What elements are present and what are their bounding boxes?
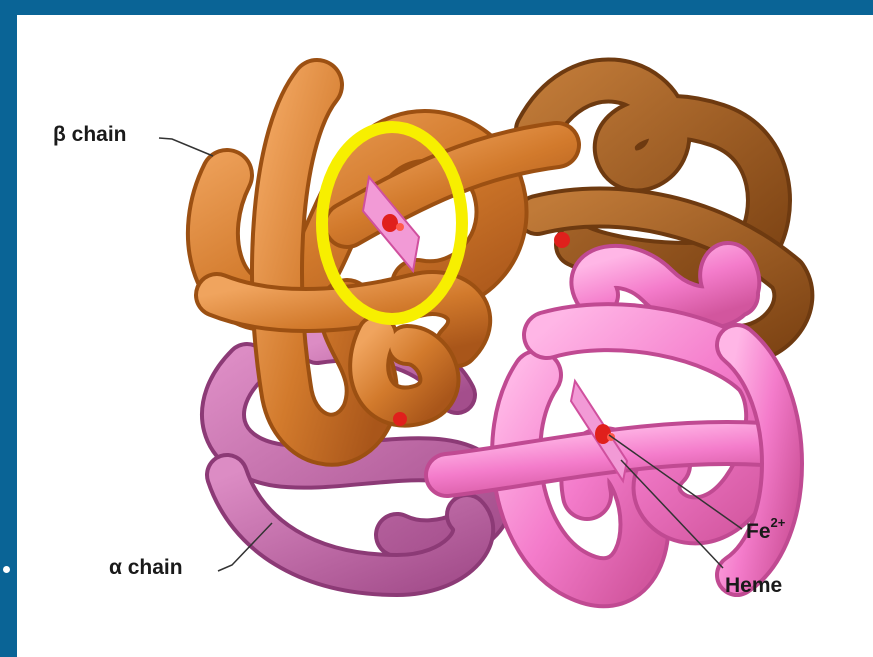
beta-chain-leader xyxy=(159,138,213,156)
heme-beta-2 xyxy=(554,232,570,248)
alpha-chain-label: α chain xyxy=(109,556,183,580)
beta-chain-label: β chain xyxy=(53,123,127,147)
frame-edge-dot xyxy=(3,566,10,573)
heme-alpha-2 xyxy=(393,412,407,426)
heme-label: Heme xyxy=(725,574,782,598)
diagram-panel: β chain α chain Fe2+ Heme xyxy=(17,15,873,657)
fe-label: Fe2+ xyxy=(746,518,785,544)
